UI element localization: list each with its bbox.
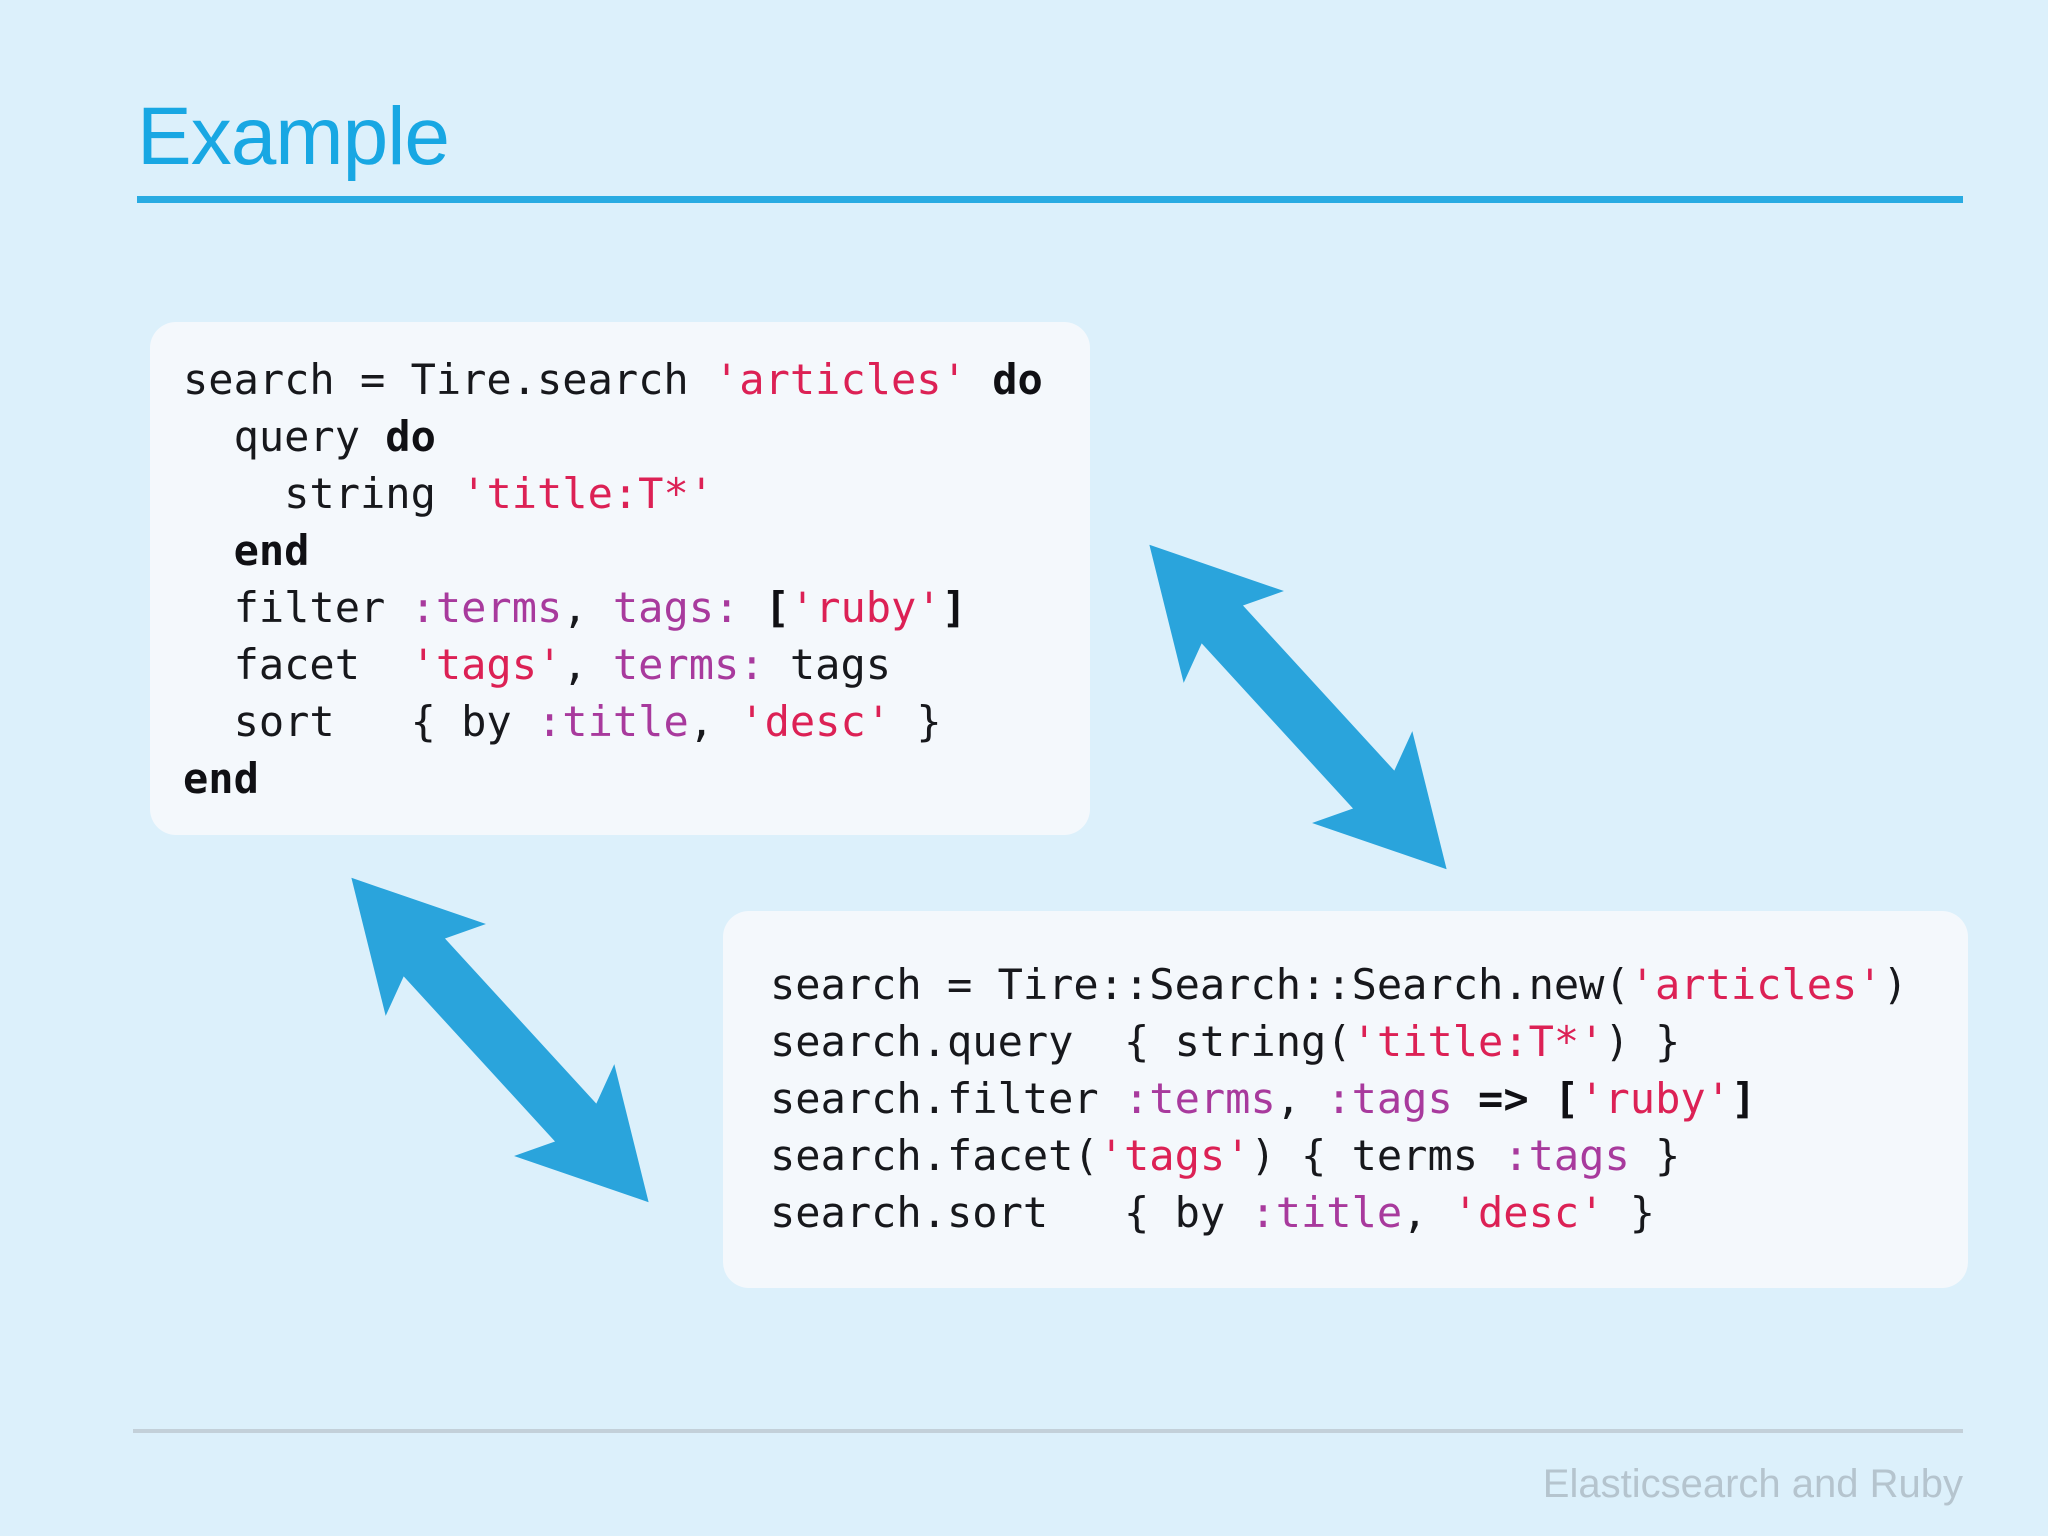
code-token: => [1478,1074,1529,1123]
code-token [1529,1074,1554,1123]
code-token: ) } [1604,1017,1681,1066]
code-token: 'articles' [714,355,967,404]
code-token: } [891,697,942,746]
code-line: string 'title:T*' [183,465,1090,522]
code-token [967,355,992,404]
code-token: ] [1730,1074,1757,1123]
code-token: 'tags' [1098,1131,1251,1180]
code-token: ] [941,583,967,632]
code-token: , [1275,1074,1327,1123]
footer-text: Elasticsearch and Ruby [1542,1462,1963,1506]
code-line: search.facet('tags') { terms :tags } [770,1127,1968,1184]
code-token: search = Tire::Search::Search.new( [770,960,1630,1009]
code-line: query do [183,408,1090,465]
code-token [183,526,234,575]
code-token: :tags [1326,1074,1453,1123]
code-token: :title [537,697,689,746]
code-token: :terms [410,583,563,632]
code-token: [ [764,583,790,632]
code-token: end [233,526,310,575]
code-token: ) [1882,960,1908,1009]
code-token: end [183,754,259,803]
title-underline [137,196,1963,203]
code-token: terms: [612,640,765,689]
code-token: search.facet( [770,1131,1099,1180]
code-token: , [688,697,740,746]
code-line: end [183,750,1090,807]
code-token: :terms [1124,1074,1276,1123]
code-token: , [562,640,613,689]
code-token: string [183,469,462,518]
code-token [739,583,764,632]
double-arrow-shape [1149,544,1447,870]
code-block-api: search = Tire::Search::Search.new('artic… [770,956,1968,1241]
code-token: search.filter [770,1074,1125,1123]
code-token: 'desc' [739,697,892,746]
code-line: search = Tire::Search::Search.new('artic… [770,956,1968,1013]
code-line: search.sort { by :title, 'desc' } [770,1184,1968,1241]
code-token: do [385,412,436,461]
code-token: 'desc' [1452,1188,1605,1237]
code-token: 'title:T*' [1351,1017,1605,1066]
code-token: search.sort { by [770,1188,1251,1237]
double-arrow-icon [1090,491,1505,923]
code-token: 'tags' [410,640,563,689]
double-arrow-icon [292,824,707,1256]
code-line: filter :terms, tags: ['ruby'] [183,579,1090,636]
code-token: tags: [612,583,740,632]
code-token [1453,1074,1478,1123]
code-line: facet 'tags', terms: tags [183,636,1090,693]
code-line: sort { by :title, 'desc' } [183,693,1090,750]
code-card-api: search = Tire::Search::Search.new('artic… [723,911,1968,1288]
code-line: search.query { string('title:T*') } [770,1013,1968,1070]
code-card-dsl: search = Tire.search 'articles' do query… [150,322,1090,835]
code-token: [ [1553,1074,1580,1123]
code-line: search.filter :terms, :tags => ['ruby'] [770,1070,1968,1127]
code-token: ) { terms [1250,1131,1504,1180]
code-token: do [992,355,1043,404]
slide-title: Example [137,91,450,182]
code-token: 'articles' [1629,960,1883,1009]
code-token: 'ruby' [789,583,942,632]
code-token: query [183,412,386,461]
code-token: , [1402,1188,1453,1237]
code-token: search.query { string( [770,1017,1352,1066]
code-token: facet [183,640,411,689]
code-token: , [562,583,613,632]
double-arrow-shape [351,877,649,1203]
code-line: end [183,522,1090,579]
code-token: search = Tire.search [183,355,715,404]
code-token: 'title:T*' [461,469,715,518]
code-token: filter [183,583,411,632]
footer-divider [133,1429,1963,1433]
code-token: 'ruby' [1579,1074,1731,1123]
code-line: search = Tire.search 'articles' do [183,351,1090,408]
code-token: :title [1250,1188,1403,1237]
code-token: } [1629,1131,1681,1180]
code-block-dsl: search = Tire.search 'articles' do query… [183,351,1090,807]
code-token: tags [764,640,892,689]
code-token: :tags [1503,1131,1630,1180]
code-token: sort { by [183,697,538,746]
code-token: } [1604,1188,1656,1237]
